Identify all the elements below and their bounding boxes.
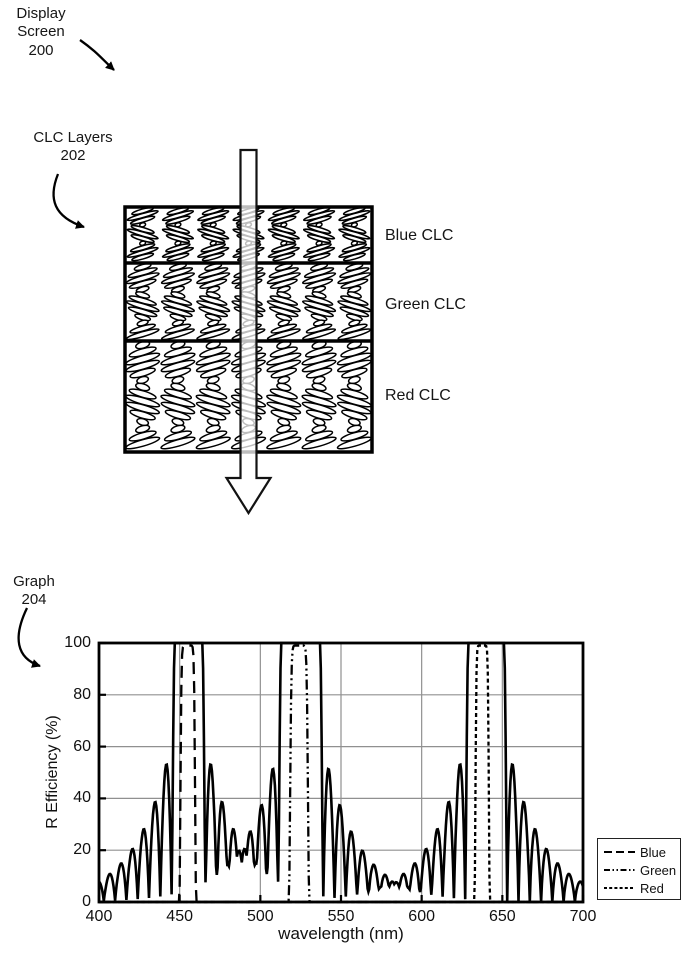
callout-arrows xyxy=(17,39,115,668)
legend-label-red: Red xyxy=(640,880,664,896)
y-tick-label-80: 80 xyxy=(73,685,91,703)
graph-callout: Graph 204 xyxy=(4,573,64,610)
graph-text: Graph xyxy=(13,573,55,590)
legend-entry-blue: Blue xyxy=(603,843,680,861)
legend-line-green xyxy=(604,869,635,871)
x-tick-label-500: 500 xyxy=(246,908,274,925)
x-tick-label-650: 650 xyxy=(488,908,516,925)
clc-stack-diagram xyxy=(123,148,374,516)
y-tick-label-60: 60 xyxy=(73,737,91,755)
display-screen-refnum: 200 xyxy=(28,41,54,59)
layer-label-blue: Blue CLC xyxy=(385,227,454,244)
legend-entry-green: Green xyxy=(603,861,680,879)
helix-grid xyxy=(124,206,373,450)
clc-layers-arrow xyxy=(52,173,85,229)
clc-layers-text: CLC Layers xyxy=(33,129,113,146)
x-tick-label-400: 400 xyxy=(85,908,113,925)
graph-refnum: 204 xyxy=(21,591,47,609)
legend-line-blue xyxy=(604,851,635,853)
chart-legend: Blue Green Red xyxy=(597,838,681,900)
display-screen-text-line2: Screen xyxy=(17,23,65,41)
legend-label-green: Green xyxy=(640,862,677,878)
clc-layers-callout: CLC Layers 202 xyxy=(26,129,120,166)
legend-line-red xyxy=(604,887,635,889)
y-tick-label-0: 0 xyxy=(82,893,91,910)
display-screen-text-line1: Display xyxy=(16,5,66,22)
reflection-spectrum-chart xyxy=(97,641,585,904)
y-axis-title: R Efficiency (%) xyxy=(44,715,61,829)
layer-label-red: Red CLC xyxy=(385,387,451,404)
y-tick-label-100: 100 xyxy=(64,634,91,651)
y-tick-label-20: 20 xyxy=(73,841,91,859)
x-tick-label-550: 550 xyxy=(327,908,355,925)
legend-label-blue: Blue xyxy=(640,844,667,860)
clc-layers-refnum: 202 xyxy=(60,147,86,165)
display-screen-arrow xyxy=(79,39,115,71)
legend-entry-red: Red xyxy=(603,879,680,897)
light-arrow xyxy=(224,148,273,516)
x-tick-label-600: 600 xyxy=(408,908,435,925)
layer-label-green: Green CLC xyxy=(385,296,466,313)
x-tick-label-700: 700 xyxy=(569,908,597,925)
display-screen-callout: Display Screen 200 xyxy=(8,5,74,60)
y-tick-label-40: 40 xyxy=(73,789,91,807)
x-tick-label-450: 450 xyxy=(166,908,193,925)
graph-arrow xyxy=(17,607,41,668)
x-axis-title: wavelength (nm) xyxy=(278,924,404,943)
